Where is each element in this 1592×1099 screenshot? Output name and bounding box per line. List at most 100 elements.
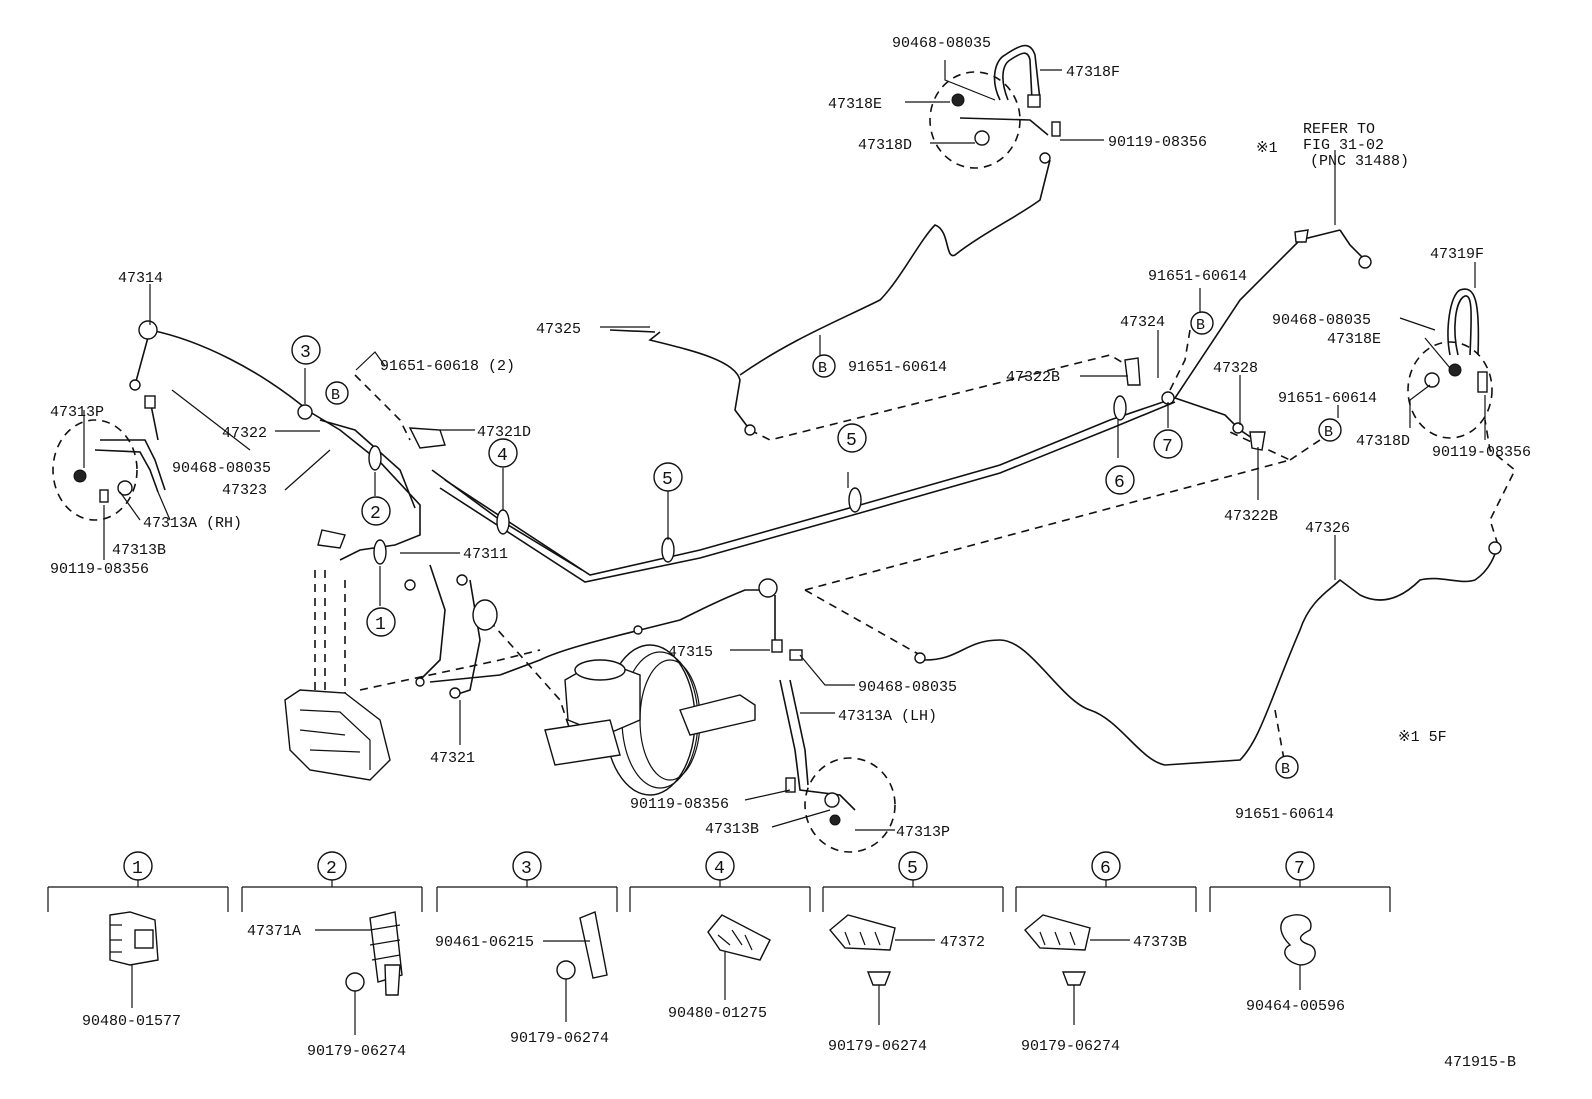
detail-panel-6: 6 47373B 90179-06274 [1015, 851, 1197, 1055]
label-90468-r: 90468-08035 [1272, 312, 1371, 329]
label-47313A-lh: 47313A (LH) [838, 708, 937, 725]
brake-lines [134, 159, 1517, 766]
label-91651-bot: 91651-60614 [1235, 806, 1334, 823]
detail-2-lower: 90179-06274 [307, 1043, 406, 1060]
svg-text:7: 7 [1162, 437, 1173, 457]
label-ref-line1: REFER TO [1303, 121, 1375, 138]
callout-3: 3 [291, 335, 321, 365]
b-markers: B B B B B [325, 311, 1342, 779]
detail-panels: 1 90480-01577 2 47371A 90179-06274 3 [47, 851, 1391, 1060]
label-47318E-top: 47318E [828, 96, 882, 113]
callout-4: 4 [488, 438, 518, 468]
label-90119-top: 90119-08356 [1108, 134, 1207, 151]
callout-5: 5 [837, 423, 867, 453]
label-47321D: 47321D [477, 424, 531, 441]
b-marker: B [1275, 755, 1299, 779]
label-47322B-a: 47322B [1006, 369, 1060, 386]
label-ref-mark: ※1 [1256, 140, 1278, 157]
label-47326: 47326 [1305, 520, 1350, 537]
detail-7-lower: 90464-00596 [1246, 998, 1345, 1015]
svg-text:4: 4 [714, 859, 725, 879]
b-marker: B [325, 381, 349, 405]
label-47319F: 47319F [1430, 246, 1484, 263]
detail-5-lower: 90179-06274 [828, 1038, 927, 1055]
front-lh-hose [771, 639, 896, 853]
label-47314: 47314 [118, 270, 163, 287]
svg-text:6: 6 [1100, 859, 1111, 879]
detail-panel-3: 3 90461-06215 90179-06274 [435, 851, 618, 1047]
detail-panel-7: 7 90464-00596 [1209, 851, 1391, 1015]
detail-panel-5: 5 47372 90179-06274 [822, 851, 1004, 1055]
label-47328: 47328 [1213, 360, 1258, 377]
label-47313B-rh: 47313B [112, 542, 166, 559]
detail-5-upper: 47372 [940, 934, 985, 951]
label-90119-rh: 90119-08356 [50, 561, 149, 578]
label-90468-lh: 90468-08035 [858, 679, 957, 696]
svg-text:5: 5 [907, 859, 918, 879]
label-47318D-top: 47318D [858, 137, 912, 154]
svg-text:3: 3 [521, 859, 532, 879]
label-note-5f: ※1 5F [1398, 729, 1447, 746]
label-47311: 47311 [463, 546, 508, 563]
svg-text:2: 2 [370, 504, 381, 524]
svg-text:B: B [331, 387, 340, 404]
label-47313B-lh: 47313B [705, 821, 759, 838]
svg-text:B: B [1196, 317, 1205, 334]
actuator-assembly [284, 689, 391, 781]
leader-lines [83, 60, 1486, 831]
label-47313P-lh: 47313P [896, 824, 950, 841]
label-47325: 47325 [536, 321, 581, 338]
label-91651-r2: 91651-60614 [1278, 390, 1377, 407]
label-91651-mid: 91651-60614 [848, 359, 947, 376]
svg-text:3: 3 [300, 343, 311, 363]
detail-panel-1: 1 90480-01577 [47, 851, 229, 1030]
front-rh-hose [52, 395, 166, 521]
label-90468-rh: 90468-08035 [172, 460, 271, 477]
label-47322: 47322 [222, 425, 267, 442]
svg-text:B: B [1281, 761, 1290, 778]
label-47318D-r: 47318D [1356, 433, 1410, 450]
label-47322B-b: 47322B [1224, 508, 1278, 525]
label-90119-r: 90119-08356 [1432, 444, 1531, 461]
callout-1: 1 [366, 607, 396, 637]
label-47324: 47324 [1120, 314, 1165, 331]
label-47315: 47315 [668, 644, 713, 661]
label-91651-618: 91651-60618 (2) [380, 358, 515, 375]
b-marker: B [812, 354, 836, 378]
label-ref-line2: FIG 31-02 [1303, 137, 1384, 154]
part-labels: 47314 47313P 90468-08035 47313A (RH) 473… [50, 35, 1531, 1071]
master-cylinder [544, 659, 641, 766]
label-47318F: 47318F [1066, 64, 1120, 81]
label-90468-top: 90468-08035 [892, 35, 991, 52]
detail-panel-4: 4 90480-01275 [629, 851, 811, 1022]
svg-text:4: 4 [497, 446, 508, 466]
label-91651-r1: 91651-60614 [1148, 268, 1247, 285]
svg-text:B: B [1324, 424, 1333, 441]
detail-2-upper: 47371A [247, 923, 301, 940]
detail-4-lower: 90480-01275 [668, 1005, 767, 1022]
label-47321: 47321 [430, 750, 475, 767]
label-47313P-rh: 47313P [50, 404, 104, 421]
svg-text:2: 2 [326, 859, 337, 879]
svg-text:1: 1 [375, 615, 386, 635]
label-47323: 47323 [222, 482, 267, 499]
callout-7: 7 [1153, 429, 1183, 459]
label-diagram-code: 471915-B [1444, 1054, 1516, 1071]
svg-text:1: 1 [132, 859, 143, 879]
b-marker: B [1318, 418, 1342, 442]
detail-6-lower: 90179-06274 [1021, 1038, 1120, 1055]
detail-3-lower: 90179-06274 [510, 1030, 609, 1047]
detail-3-upper: 90461-06215 [435, 934, 534, 951]
right-rear-hose [1407, 288, 1493, 439]
svg-text:5: 5 [846, 431, 857, 451]
top-rear-hose [929, 44, 1061, 169]
svg-text:5: 5 [662, 470, 673, 490]
svg-text:B: B [818, 360, 827, 377]
callout-6: 6 [1105, 465, 1135, 495]
label-47318E-r: 47318E [1327, 331, 1381, 348]
label-ref-line3: (PNC 31488) [1310, 153, 1409, 170]
callout-2: 2 [361, 496, 391, 526]
b-marker: B [1190, 311, 1214, 335]
callout-5: 5 [653, 462, 683, 492]
